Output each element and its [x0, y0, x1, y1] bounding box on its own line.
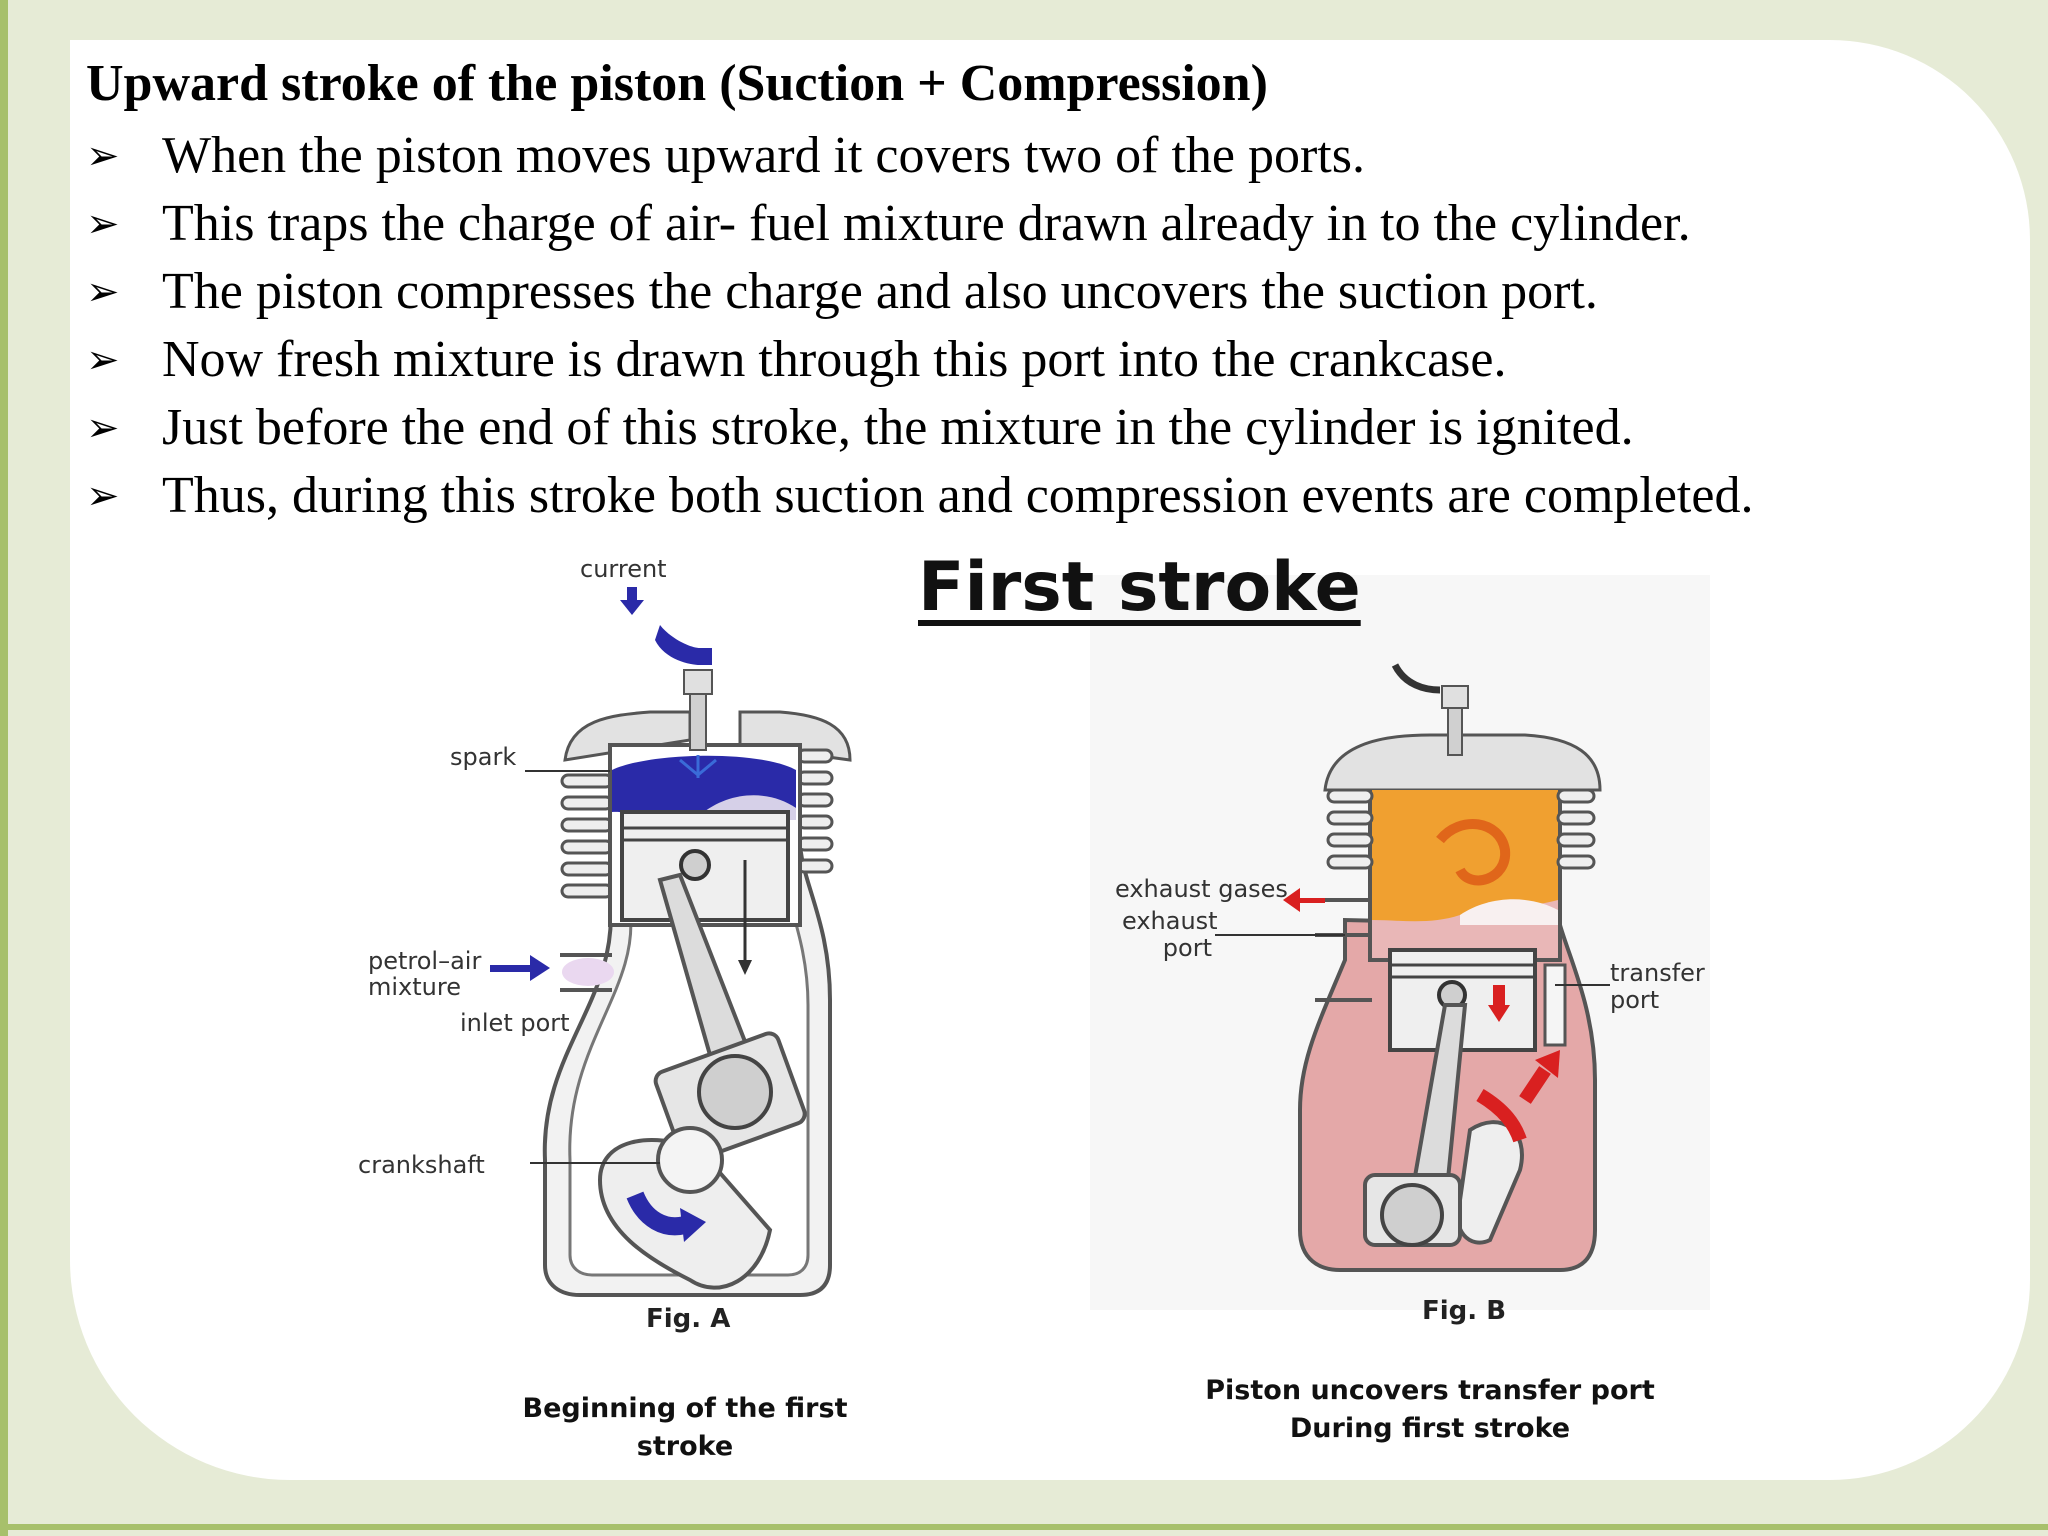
label-mixture: mixture [368, 973, 461, 1001]
bullet-item: ➢Just before the end of this stroke, the… [86, 394, 1753, 462]
fig-b-caption: Piston uncovers transfer port During fir… [1200, 1372, 1660, 1448]
diagram-heading: First stroke [918, 548, 1361, 627]
bullet-item: ➢This traps the charge of air- fuel mixt… [86, 190, 1753, 258]
fig-b-caption-line1: Piston uncovers transfer port [1205, 1375, 1655, 1406]
bullet-item: ➢Thus, during this stroke both suction a… [86, 462, 1753, 530]
fig-a-label: Fig. A [646, 1304, 731, 1334]
bullet-item: ➢Now fresh mixture is drawn through this… [86, 326, 1753, 394]
bullet-list: ➢When the piston moves upward it covers … [86, 122, 1753, 530]
left-accent-bar [0, 0, 8, 1536]
engine-fig-b [1090, 575, 1710, 1310]
label-exhaust-gases: exhaust gases [1115, 875, 1288, 903]
right-arrowhead-icon: ➢ [86, 133, 120, 179]
label-petrol-air: petrol–air [368, 947, 482, 975]
bullet-item: ➢The piston compresses the charge and al… [86, 258, 1753, 326]
right-arrowhead-icon: ➢ [86, 405, 120, 451]
label-inlet-port: inlet port [460, 1009, 570, 1037]
label-exhaust: exhaust [1122, 907, 1218, 935]
label-transfer-port: port [1610, 986, 1660, 1014]
fig-a-caption: Beginning of the first stroke [522, 1393, 848, 1462]
bottom-accent-bar [0, 1524, 2048, 1530]
fig-b-label: Fig. B [1422, 1296, 1507, 1326]
two-stroke-engine-diagram [340, 550, 1710, 1470]
label-exhaust-port: port [1162, 934, 1212, 962]
right-arrowhead-icon: ➢ [86, 269, 120, 315]
slide-title: Upward stroke of the piston (Suction + C… [86, 55, 1268, 112]
label-transfer: transfer [1610, 959, 1705, 987]
right-arrowhead-icon: ➢ [86, 201, 120, 247]
bullet-item: ➢When the piston moves upward it covers … [86, 122, 1753, 190]
label-current: current [580, 555, 667, 583]
fig-b-caption-line2: During first stroke [1289, 1413, 1571, 1444]
label-crankshaft: crankshaft [358, 1151, 485, 1179]
right-arrowhead-icon: ➢ [86, 337, 120, 383]
label-spark: spark [450, 743, 517, 771]
right-arrowhead-icon: ➢ [86, 473, 120, 519]
engine-fig-a [490, 587, 852, 1297]
